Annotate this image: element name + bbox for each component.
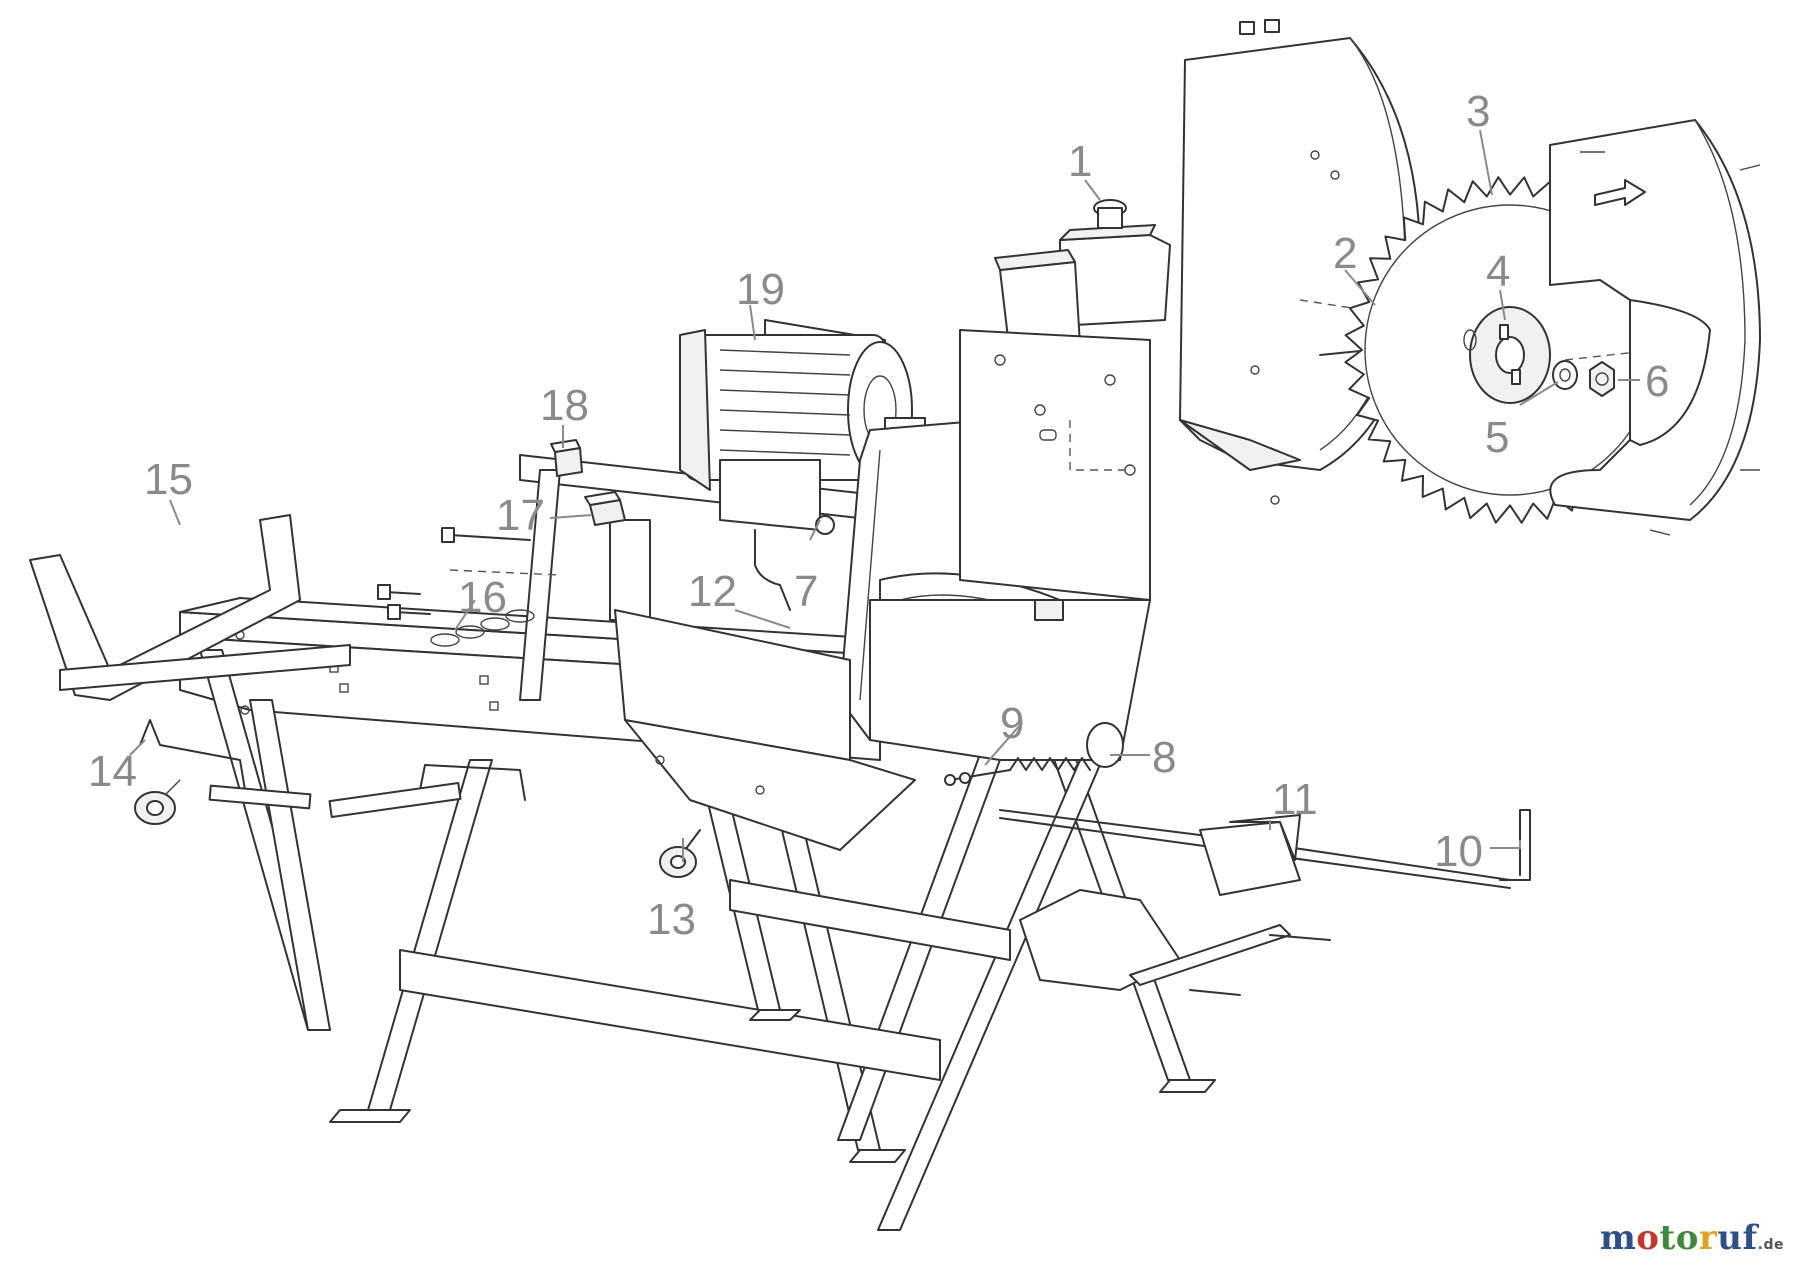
electric-motor [679,319,926,611]
clamp-handle [139,719,526,818]
part-label-13: 13 [647,895,696,944]
part-label-14: 14 [88,747,137,796]
part-label-2: 2 [1333,229,1357,278]
washer [1552,360,1578,390]
leader-lines [129,129,1640,862]
part-label-12: 12 [688,567,737,616]
block-18 [550,439,583,477]
part-label-16: 16 [458,573,507,622]
outer-flange [1463,306,1551,404]
block-17 [584,491,626,526]
part-label-7: 7 [794,567,818,616]
part-label-17: 17 [496,491,545,540]
lower-housing [1019,889,1331,996]
brand-letter-5: uf [1717,1218,1758,1258]
gearbox [994,199,1171,356]
brand-tld: .de [1757,1237,1784,1253]
brand-letter-1: m [1599,1218,1637,1258]
pedal-bracket [1199,814,1301,896]
table-cover [614,609,916,851]
brand-letter-2: o [1636,1218,1660,1258]
knob-14 [134,779,181,825]
chain [430,609,535,647]
tilting-table [869,572,1151,761]
part-label-8: 8 [1152,733,1176,782]
outer-blade-guard [1549,119,1761,536]
part-label-9: 9 [1000,699,1024,748]
brand-letter-3: to [1659,1218,1699,1258]
part-label-3: 3 [1466,87,1490,136]
knob-13 [659,829,701,878]
brand-letter-4: r [1698,1218,1718,1258]
part-label-19: 19 [736,265,785,314]
part-label-15: 15 [144,455,193,504]
part-label-11: 11 [1272,775,1318,824]
bolts-left [377,527,561,620]
part-labels: 1 2 3 4 5 6 7 8 9 10 11 12 13 14 15 16 1… [88,87,1669,944]
part-label-10: 10 [1434,827,1483,876]
part-label-5: 5 [1485,413,1509,462]
part-label-18: 18 [540,381,589,430]
log-cradle [29,514,351,701]
mounting-plate [959,329,1151,601]
part-label-4: 4 [1486,247,1510,296]
part-label-1: 1 [1068,137,1092,186]
part-label-6: 6 [1645,357,1669,406]
brand-logo: motoruf.de [1600,1218,1784,1258]
